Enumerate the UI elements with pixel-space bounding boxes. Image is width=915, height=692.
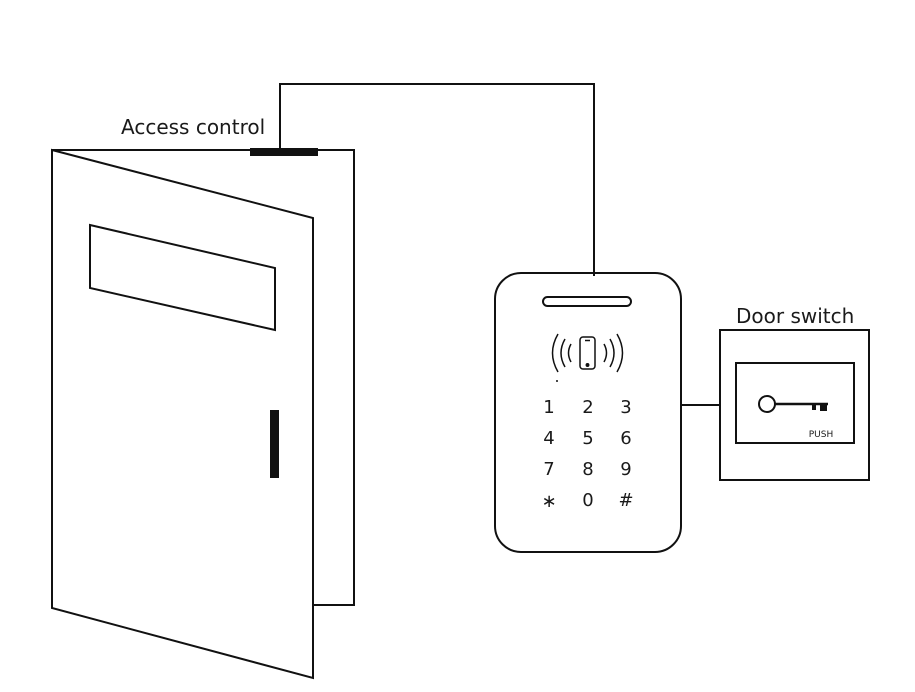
key-0[interactable]: 0 [582, 490, 593, 511]
door-handle [270, 410, 279, 478]
key-7[interactable]: 7 [543, 459, 554, 480]
keypad-device: 1 2 3 4 5 6 7 8 9 ∗ 0 # [494, 272, 682, 553]
push-label: PUSH [809, 430, 834, 440]
push-button[interactable] [735, 362, 855, 444]
access-control-lock [250, 148, 318, 156]
key-3[interactable]: 3 [620, 397, 631, 418]
door-window [89, 223, 276, 332]
door [51, 148, 314, 680]
key-9[interactable]: 9 [620, 459, 631, 480]
key-hash[interactable]: # [618, 490, 633, 511]
door-switch-label: Door switch [736, 304, 854, 328]
door-frame [52, 149, 355, 606]
keypad-keys: 1 2 3 4 5 6 7 8 9 ∗ 0 # [541, 397, 633, 512]
key-4[interactable]: 4 [543, 428, 554, 449]
door-switch: PUSH [719, 329, 870, 481]
key-5[interactable]: 5 [582, 428, 593, 449]
nfc-phone-icon [551, 333, 624, 373]
key-2[interactable]: 2 [582, 397, 593, 418]
access-control-label: Access control [121, 115, 265, 139]
key-1[interactable]: 1 [543, 397, 554, 418]
key-8[interactable]: 8 [582, 459, 593, 480]
key-star[interactable]: ∗ [541, 491, 556, 512]
key-6[interactable]: 6 [620, 428, 631, 449]
status-dot [556, 380, 558, 382]
indicator-slot [542, 296, 632, 307]
key-icon [758, 395, 828, 413]
wire-lock-to-keypad [279, 83, 595, 276]
